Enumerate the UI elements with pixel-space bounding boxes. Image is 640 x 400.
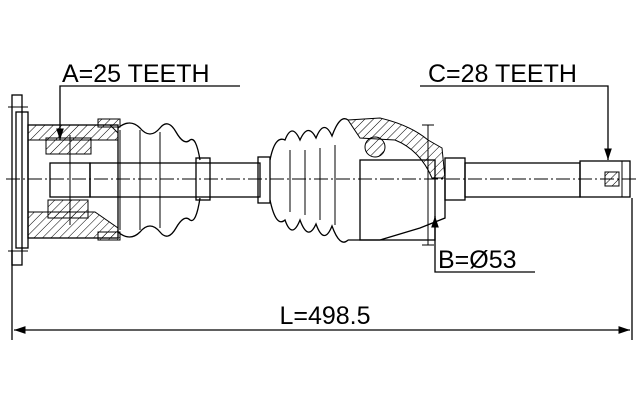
dimension-l-label: L=498.5 — [279, 302, 370, 330]
dimension-a: A=25 TEETH — [56, 60, 240, 140]
dimension-b-label: B=Ø53 — [438, 246, 517, 274]
inner-boot — [97, 118, 211, 241]
dimension-a-label: A=25 TEETH — [62, 60, 210, 88]
outer-cv-joint — [347, 117, 446, 246]
inner-cv-joint — [8, 94, 119, 266]
dimension-b: B=Ø53 — [431, 216, 535, 274]
dimension-l: L=498.5 — [11, 198, 633, 340]
shaft — [89, 156, 271, 204]
outer-stub-shaft — [444, 157, 631, 201]
dimension-c-label: C=28 TEETH — [428, 60, 577, 88]
dimension-c: C=28 TEETH — [420, 60, 612, 160]
outer-boot — [269, 118, 349, 243]
